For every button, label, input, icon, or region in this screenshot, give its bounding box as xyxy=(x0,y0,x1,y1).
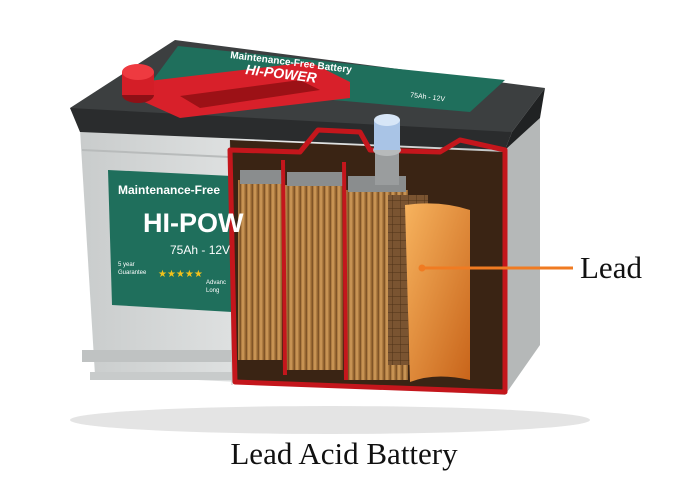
front-label-warranty-1: 5 year xyxy=(118,262,135,268)
ground-shadow xyxy=(70,406,590,434)
front-label-right-1: Advanc xyxy=(206,280,226,286)
positive-terminal-cover xyxy=(140,62,350,118)
top-label-rating: 75Ah - 12V xyxy=(410,92,446,103)
front-label-warranty-2: Guarantee xyxy=(118,270,147,276)
diagram-caption: Lead Acid Battery xyxy=(230,436,458,471)
front-label-stars: ★★★★★ xyxy=(158,269,203,280)
cell-plates-2 xyxy=(285,185,343,370)
cell-plates-1 xyxy=(238,180,282,360)
front-label-brand: HI-POW xyxy=(143,208,244,238)
lead-callout-label: Lead xyxy=(580,250,642,285)
front-label-right-2: Long xyxy=(206,288,219,294)
lead-callout-dot xyxy=(418,264,426,272)
positive-terminal xyxy=(122,64,154,103)
front-label-rating: 75Ah - 12V xyxy=(170,243,230,257)
cutaway-section xyxy=(227,127,508,395)
front-label-panel xyxy=(108,170,232,312)
negative-terminal xyxy=(373,114,401,185)
lead-sheet xyxy=(405,203,470,382)
front-label-line1: Maintenance-Free xyxy=(118,183,220,197)
